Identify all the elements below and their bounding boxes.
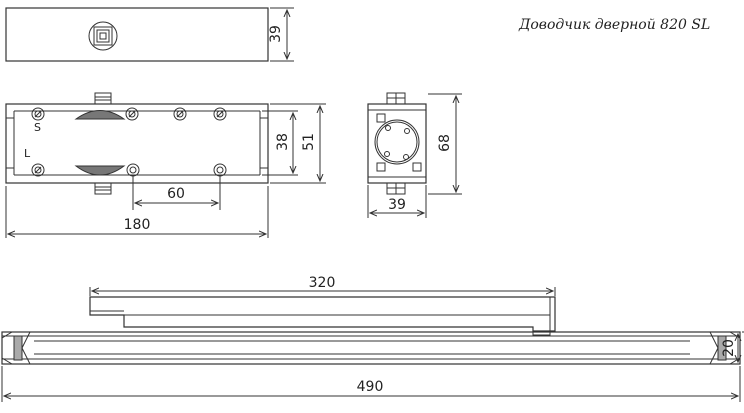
dim-front-inner-height: 38 <box>275 133 291 151</box>
screw-icon <box>126 163 140 177</box>
side-view <box>367 92 462 218</box>
dim-front-outer-height: 51 <box>301 133 317 151</box>
piston-end-icon <box>374 119 420 165</box>
screw-icon <box>213 107 227 121</box>
rail <box>1 331 741 365</box>
dim-arm-length: 320 <box>309 275 336 291</box>
screw-icon <box>31 163 45 177</box>
screw-icon <box>125 107 139 121</box>
front-view <box>5 92 326 238</box>
dim-rail-length: 490 <box>357 379 384 395</box>
spindle-bottom-icon <box>94 182 112 195</box>
top-view <box>5 7 294 62</box>
dim-top-body-height: 39 <box>268 25 284 43</box>
l-mark: L <box>24 147 31 160</box>
dim-body-length: 180 <box>124 217 151 233</box>
arm <box>89 296 556 336</box>
screw-icon <box>31 107 45 121</box>
arm-and-rail-view <box>1 287 744 402</box>
s-mark: S <box>34 121 41 134</box>
spindle-top-icon <box>94 92 112 105</box>
dim-hole-spacing: 60 <box>167 186 185 202</box>
screw-icon <box>173 107 187 121</box>
dim-side-height: 68 <box>437 134 453 152</box>
dim-rail-height: 20 <box>721 339 737 357</box>
spindle-icon <box>88 21 118 51</box>
drawing-title: Доводчик дверной 820 SL <box>518 17 710 33</box>
screw-icon <box>213 163 227 177</box>
dim-side-width: 39 <box>388 197 406 213</box>
